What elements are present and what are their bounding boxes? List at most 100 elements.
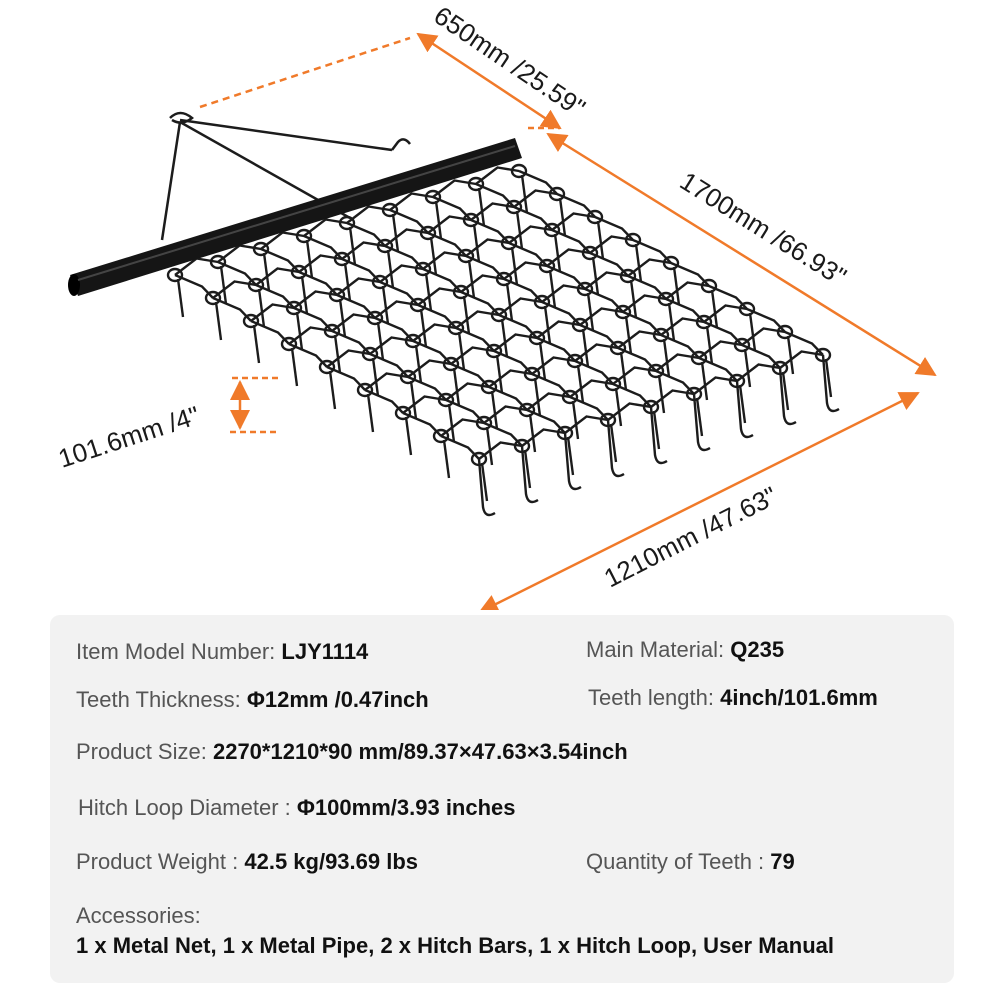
harrow-tooth xyxy=(442,439,451,479)
spec-thickness-label: Teeth Thickness: xyxy=(76,687,241,712)
harrow-tooth xyxy=(252,324,261,364)
spec-size-label: Product Size: xyxy=(76,739,207,764)
harrow-tooth xyxy=(710,289,719,329)
harrow-tooth xyxy=(619,351,628,391)
harrow-tooth xyxy=(571,400,580,440)
coil-link xyxy=(409,297,427,313)
harrow-tooth xyxy=(485,426,494,466)
spec-material-label: Main Material: xyxy=(586,637,725,662)
spec-material-value: Q235 xyxy=(730,637,785,662)
coil-link xyxy=(528,330,546,346)
harrow-tooth xyxy=(343,262,352,302)
harrow-tooth xyxy=(333,334,342,374)
harrow-tooth xyxy=(386,249,395,289)
spec-teeth-quantity: Quantity of Teeth : 79 xyxy=(586,849,795,875)
spec-panel: Item Model Number: LJY1114 Main Material… xyxy=(50,615,954,983)
harrow-tooth xyxy=(366,393,375,433)
coil-link xyxy=(505,199,523,215)
harrow-tooth xyxy=(500,318,509,358)
coil-link xyxy=(328,287,346,303)
harrow-tooth xyxy=(548,269,557,309)
coil-link xyxy=(523,366,541,382)
drag-harrow-illustration: 650mm /25.59" 1700mm /66.93" 101.6mm /4"… xyxy=(55,0,937,610)
harrow-tooth xyxy=(424,272,433,312)
spec-size: Product Size: 2270*1210*90 mm/89.37×47.6… xyxy=(76,739,628,765)
harrow-tooth xyxy=(576,364,585,404)
spec-thickness-value: Φ12mm /0.47inch xyxy=(246,687,429,712)
coil-link xyxy=(500,235,518,251)
harrow-tooth xyxy=(219,265,228,305)
coil-link xyxy=(323,323,341,339)
harrow-tooth xyxy=(404,416,413,456)
spec-model-value: LJY1114 xyxy=(281,639,369,664)
dimension-lines xyxy=(199,32,937,610)
coil-link xyxy=(381,202,399,218)
harrow-tooth xyxy=(447,403,456,443)
coil-link xyxy=(318,359,336,375)
coil-link xyxy=(462,212,480,228)
spec-hitch-loop-label: Hitch Loop Diameter : xyxy=(78,795,291,820)
spec-hitch-loop: Hitch Loop Diameter : Φ100mm/3.93 inches xyxy=(78,795,516,821)
harrow-tooth xyxy=(672,266,681,306)
harrow-tooth xyxy=(490,390,499,430)
coil-link xyxy=(166,267,184,283)
width-dimension-label: 650mm /25.59" xyxy=(429,0,591,123)
coil-link xyxy=(424,189,442,205)
coil-link xyxy=(295,228,313,244)
coil-link xyxy=(604,376,622,392)
coil-link xyxy=(414,261,432,277)
coil-link xyxy=(371,274,389,290)
harrow-tooth xyxy=(381,285,390,325)
coil-link xyxy=(495,271,513,287)
coil-link xyxy=(204,290,222,306)
coil-link xyxy=(510,163,528,179)
harrow-tooth xyxy=(214,301,223,341)
harrow-tooth xyxy=(510,246,519,286)
coil-link xyxy=(376,238,394,254)
coil-link xyxy=(399,369,417,385)
coil-link xyxy=(356,382,374,398)
coil-link xyxy=(452,284,470,300)
harrow-tooth xyxy=(543,305,552,345)
spec-teeth-quantity-label: Quantity of Teeth : xyxy=(586,849,765,874)
spec-model: Item Model Number: LJY1114 xyxy=(76,639,368,665)
coil-link xyxy=(242,313,260,329)
harrow-tooth xyxy=(586,292,595,332)
harrow-tooth xyxy=(743,348,752,388)
harrow-tooth xyxy=(328,370,337,410)
coil-link xyxy=(333,251,351,267)
harrow-tooth xyxy=(705,325,714,365)
coil-link xyxy=(447,320,465,336)
coil-link xyxy=(280,336,298,352)
spec-thickness: Teeth Thickness: Φ12mm /0.47inch xyxy=(76,687,429,713)
harrow-tooth xyxy=(257,288,266,328)
coil-link xyxy=(394,405,412,421)
harrow-tooth xyxy=(515,210,524,250)
harrow-tooth xyxy=(176,278,185,318)
harrow-tooth xyxy=(300,275,309,315)
coil-link xyxy=(285,300,303,316)
harrow-tooth xyxy=(581,328,590,368)
coil-link xyxy=(290,264,308,280)
harrow-tooth xyxy=(419,308,428,348)
harrow-tooth xyxy=(452,367,461,407)
depth-dimension-label: 1210mm /47.63" xyxy=(599,480,782,593)
coil-link xyxy=(209,254,227,270)
harrow-tooth xyxy=(629,279,638,319)
coil-link xyxy=(485,343,503,359)
harrow-tooth xyxy=(305,239,314,279)
spec-teeth-length-label: Teeth length: xyxy=(588,685,714,710)
harrow-tooth xyxy=(614,387,623,427)
spec-weight-label: Product Weight : xyxy=(76,849,239,874)
harrow-tooth xyxy=(786,335,795,375)
harrow-tooth xyxy=(505,282,514,322)
harrow-tooth xyxy=(558,197,567,237)
harrow-tooth xyxy=(434,200,443,240)
harrow-tooth xyxy=(596,220,605,260)
harrow-tooth xyxy=(495,354,504,394)
coil-link xyxy=(457,248,475,264)
accessories-value: 1 x Metal Net, 1 x Metal Pipe, 2 x Hitch… xyxy=(76,933,835,958)
harrow-tooth xyxy=(634,243,643,283)
harrow-tooth xyxy=(295,311,304,351)
harrow-tooth xyxy=(429,236,438,276)
